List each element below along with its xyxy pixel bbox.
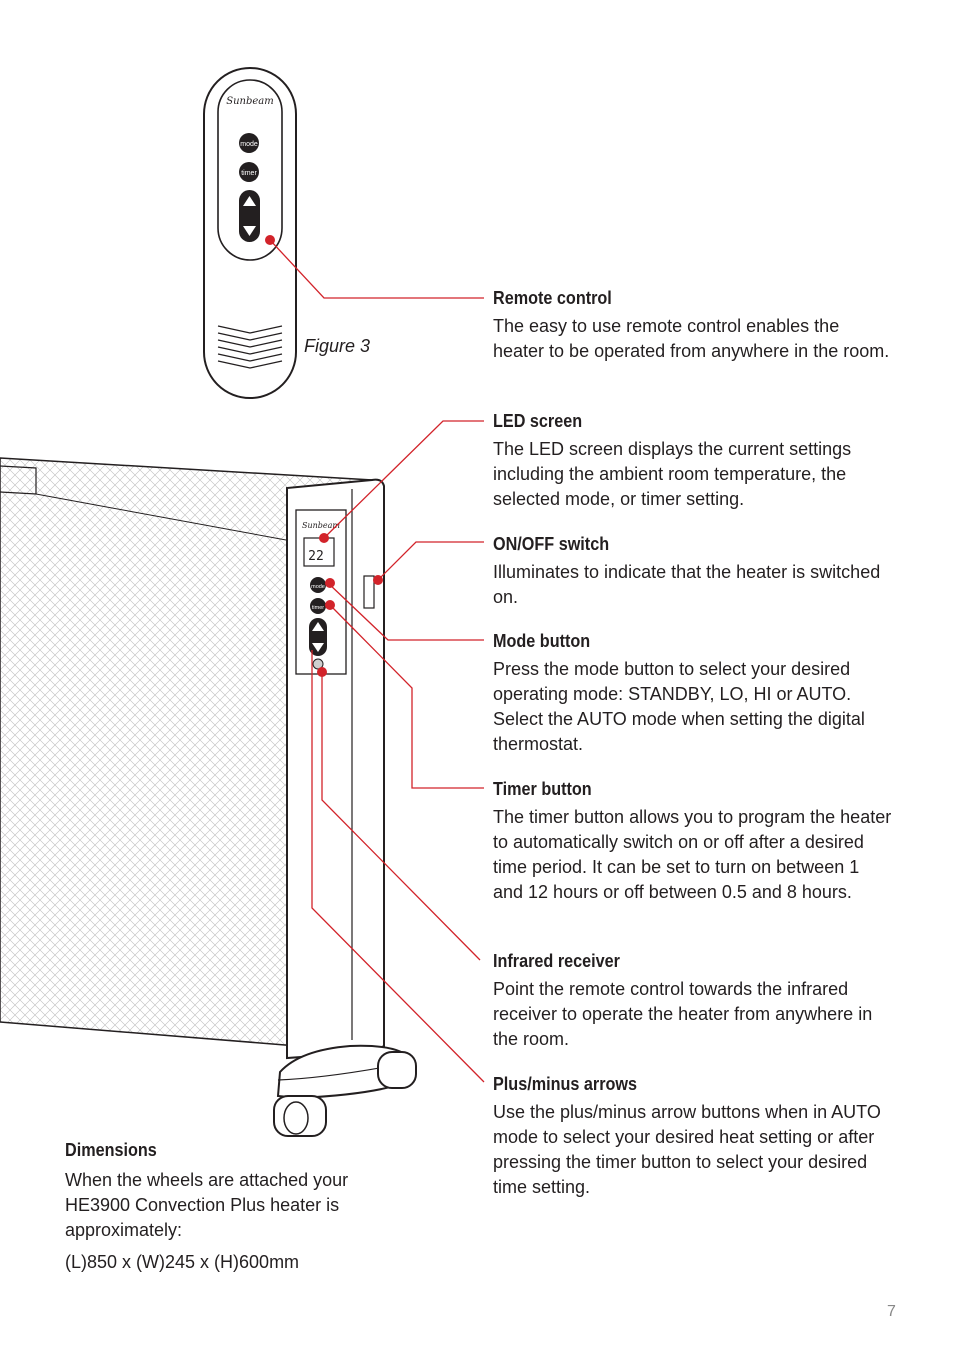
callout-led-screen: LED screen The LED screen displays the c…: [493, 409, 893, 512]
callout-title: LED screen: [493, 409, 853, 433]
callout-title: Timer button: [493, 777, 853, 801]
dimensions-title: Dimensions: [65, 1138, 362, 1162]
heater-mode-label: mode: [311, 584, 325, 590]
callout-body: The LED screen displays the current sett…: [493, 437, 893, 512]
callout-body: Point the remote control towards the inf…: [493, 977, 893, 1052]
callout-mode-button: Mode button Press the mode button to sel…: [493, 629, 893, 757]
callout-body: Use the plus/minus arrow buttons when in…: [493, 1100, 893, 1200]
callout-plus-minus-arrows: Plus/minus arrows Use the plus/minus arr…: [493, 1072, 893, 1200]
page-number: 7: [887, 1303, 896, 1321]
led-screen-value: 22: [308, 549, 324, 564]
dimensions-section: Dimensions When the wheels are attached …: [65, 1138, 395, 1275]
callout-body: The easy to use remote control enables t…: [493, 314, 893, 364]
dimensions-body: When the wheels are attached your HE3900…: [65, 1168, 395, 1243]
callout-remote-control: Remote control The easy to use remote co…: [493, 286, 893, 364]
remote-brand-logo: Sunbeam: [226, 96, 274, 107]
remote-timer-label: timer: [241, 170, 257, 177]
heater-foot: [274, 1046, 416, 1136]
heater-brand-logo: Sunbeam: [302, 521, 340, 530]
on-off-switch: [364, 576, 374, 608]
callout-on-off-switch: ON/OFF switch Illuminates to indicate th…: [493, 532, 893, 610]
callout-body: The timer button allows you to program t…: [493, 805, 893, 905]
dimensions-size: (L)850 x (W)245 x (H)600mm: [65, 1250, 395, 1275]
callout-title: ON/OFF switch: [493, 532, 853, 556]
callout-body: Press the mode button to select your des…: [493, 657, 893, 757]
callout-timer-button: Timer button The timer button allows you…: [493, 777, 893, 905]
callout-infrared-receiver: Infrared receiver Point the remote contr…: [493, 949, 893, 1052]
callout-title: Remote control: [493, 286, 853, 310]
remote-mode-label: mode: [240, 141, 258, 148]
heater-timer-label: timer: [312, 605, 324, 611]
callout-body: Illuminates to indicate that the heater …: [493, 560, 893, 610]
callout-title: Infrared receiver: [493, 949, 853, 973]
remote-control: Sunbeam mode timer: [204, 68, 296, 398]
callout-title: Plus/minus arrows: [493, 1072, 853, 1096]
heater: Sunbeam 22 mode timer: [0, 458, 416, 1136]
callout-title: Mode button: [493, 629, 853, 653]
figure-caption: Figure 3: [304, 336, 370, 357]
